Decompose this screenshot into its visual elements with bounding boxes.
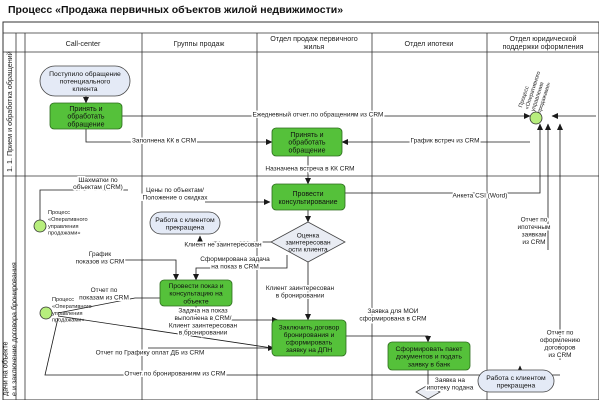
column-header-mortgage: Отдел ипотеки (405, 39, 454, 48)
label-meetings: График встреч из CRM (410, 138, 479, 145)
label-meeting-set: Назначена встреча в КК CRM (265, 166, 354, 173)
swimlane-grid (2, 21, 599, 400)
label-payment-report: Отчет по Графику оплат ДБ из CRM (96, 350, 205, 357)
column-header-call-center: Call-center (66, 39, 101, 48)
label-csi: Анкета CSI (Word) (453, 193, 508, 200)
column-header-sales-groups: Группы продаж (174, 39, 225, 48)
label-prices: Цены по объектам/Положение о скидках (143, 186, 209, 202)
lane-label-intake: 1. 1. Прием и обработка обращений (5, 51, 14, 172)
label-booking-report: Отчет по бронированиям из CRM (124, 370, 225, 378)
column-headers: Call-center Группы продаж Отдел продаж п… (66, 34, 584, 51)
lane-label-booking: дачи на объектее и заключение договора б… (1, 262, 19, 396)
svg-text:Процесс«Оперативногоуправления: Процесс«Оперативногоуправленияпродажами» (48, 210, 88, 236)
mortgage-decision (415, 384, 441, 400)
svg-text:Процесс«Оперативногоуправления: Процесс«Оперативногоуправленияпродажами» (52, 297, 92, 323)
connectors (39, 96, 596, 385)
label-daily-report: Ежедневный отчет по обращениям из CRM (253, 111, 384, 119)
label-not-interested: Клиент не заинтересован (184, 242, 262, 249)
label-kk-filled: Заполнена КК в CRM (132, 138, 196, 145)
diagram-title: Процесс «Продажа первичных объектов жило… (8, 4, 344, 16)
svg-text:Процесс«Оперативногоуправления: Процесс«Оперативногоуправленияпродажами» (518, 69, 554, 115)
